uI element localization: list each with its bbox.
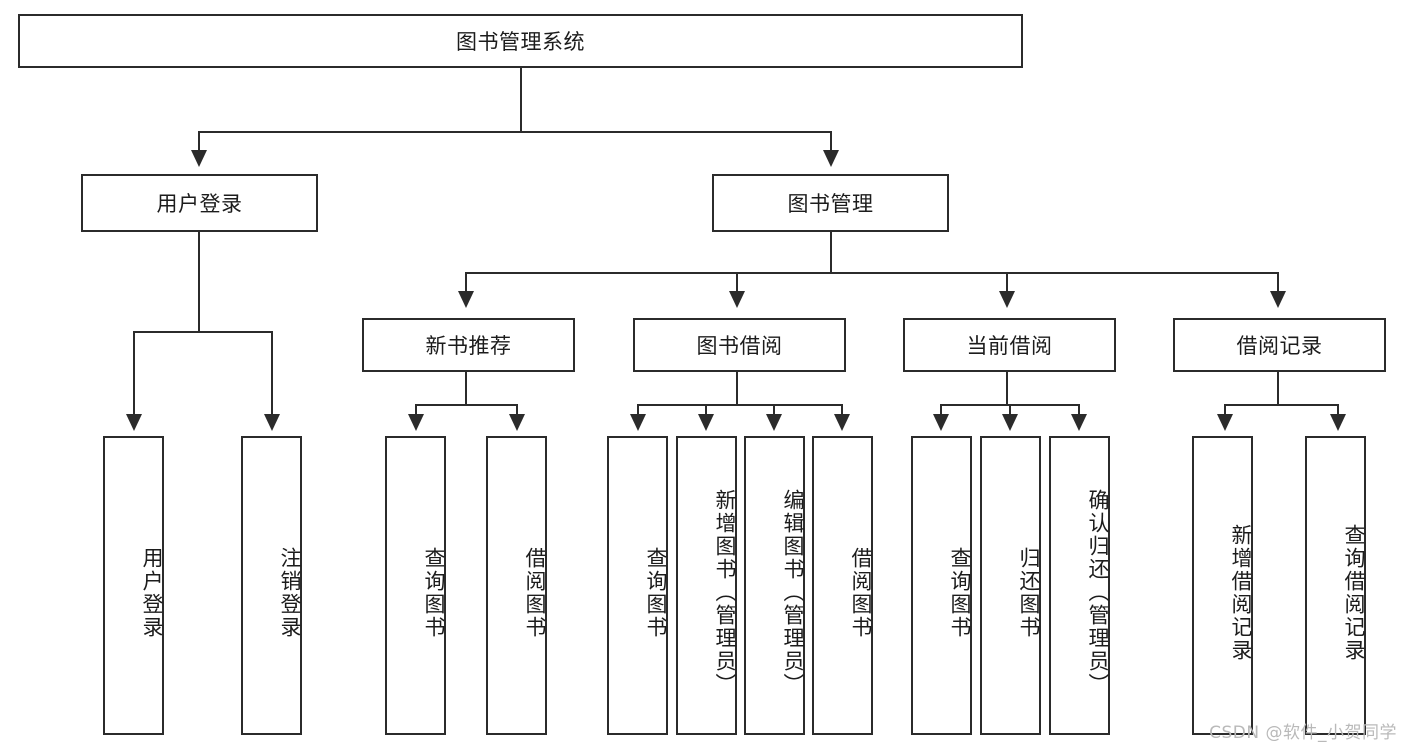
node-label: 用户登录	[140, 546, 164, 639]
connector-root-to-l2-0	[198, 131, 200, 153]
connector-newbook-drop-0	[415, 404, 417, 417]
connector-bookmgmt-drop-3	[1277, 272, 1279, 294]
leaf-query-borrow-record[interactable]: 查询借阅记录	[1305, 436, 1366, 735]
node-label: 查询图书	[948, 546, 972, 639]
arrow-newbook-leaf-0	[408, 414, 424, 431]
node-current-borrow[interactable]: 当前借阅	[903, 318, 1116, 372]
node-label: 编辑图书（管理员）	[781, 489, 805, 696]
leaf-add-book-admin[interactable]: 新增图书（管理员）	[676, 436, 737, 735]
arrow-bookmgmt-l3-0	[458, 291, 474, 308]
node-user-login[interactable]: 用户登录	[81, 174, 318, 232]
leaf-query-book-borrow[interactable]: 查询图书	[607, 436, 668, 735]
leaf-confirm-return-admin[interactable]: 确认归还（管理员）	[1049, 436, 1110, 735]
watermark-text: CSDN @软件_小贺同学	[1209, 723, 1397, 743]
leaf-borrow-book-recommend[interactable]: 借阅图书	[486, 436, 547, 735]
connector-userlogin-bar	[133, 331, 272, 333]
leaf-edit-book-admin[interactable]: 编辑图书（管理员）	[744, 436, 805, 735]
arrow-currentborrow-leaf-2	[1071, 414, 1087, 431]
arrow-userlogin-leaf-1	[264, 414, 280, 431]
connector-userlogin-drop-0	[133, 331, 135, 417]
connector-bookborrow-bar	[637, 404, 842, 406]
arrow-borrowrecord-leaf-1	[1330, 414, 1346, 431]
node-label: 查询图书	[422, 546, 446, 639]
leaf-return-book[interactable]: 归还图书	[980, 436, 1041, 735]
node-label: 图书管理系统	[456, 30, 585, 54]
arrow-currentborrow-leaf-1	[1002, 414, 1018, 431]
connector-userlogin-drop-1	[271, 331, 273, 417]
node-label: 新书推荐	[425, 334, 512, 358]
leaf-add-borrow-record[interactable]: 新增借阅记录	[1192, 436, 1253, 735]
connector-bookborrow-drop-1	[705, 404, 707, 417]
leaf-query-book-recommend[interactable]: 查询图书	[385, 436, 446, 735]
leaf-borrow-book[interactable]: 借阅图书	[812, 436, 873, 735]
node-label: 归还图书	[1017, 546, 1041, 639]
connector-root-stem	[520, 68, 522, 133]
node-label: 图书借阅	[696, 334, 783, 358]
node-label: 新增借阅记录	[1229, 523, 1253, 662]
node-label: 新增图书（管理员）	[713, 489, 737, 696]
connector-borrowrecord-bar	[1224, 404, 1338, 406]
connector-bookborrow-stem	[736, 372, 738, 406]
arrow-bookborrow-leaf-3	[834, 414, 850, 431]
arrow-bookborrow-leaf-1	[698, 414, 714, 431]
arrow-root-to-l2-1	[823, 150, 839, 167]
node-book-management[interactable]: 图书管理	[712, 174, 949, 232]
node-label: 借阅记录	[1236, 334, 1323, 358]
connector-newbook-stem	[465, 372, 467, 406]
leaf-query-book-current[interactable]: 查询图书	[911, 436, 972, 735]
connector-borrowrecord-drop-0	[1224, 404, 1226, 417]
connector-bookmgmt-stem	[830, 232, 832, 274]
arrow-userlogin-leaf-0	[126, 414, 142, 431]
node-label: 查询借阅记录	[1342, 523, 1366, 662]
node-root[interactable]: 图书管理系统	[18, 14, 1023, 68]
connector-bookborrow-drop-2	[773, 404, 775, 417]
connector-bookborrow-drop-3	[841, 404, 843, 417]
connector-bookmgmt-drop-1	[736, 272, 738, 294]
connector-newbook-drop-1	[516, 404, 518, 417]
arrow-bookmgmt-l3-1	[729, 291, 745, 308]
connector-userlogin-stem	[198, 232, 200, 333]
connector-bookmgmt-drop-2	[1006, 272, 1008, 294]
leaf-logout[interactable]: 注销登录	[241, 436, 302, 735]
connector-bookborrow-drop-0	[637, 404, 639, 417]
connector-borrowrecord-drop-1	[1337, 404, 1339, 417]
node-book-borrow[interactable]: 图书借阅	[633, 318, 846, 372]
node-label: 借阅图书	[523, 546, 547, 639]
connector-bookmgmt-bar	[465, 272, 1279, 274]
arrow-bookborrow-leaf-0	[630, 414, 646, 431]
node-label: 注销登录	[278, 546, 302, 639]
connector-newbook-bar	[415, 404, 517, 406]
node-label: 确认归还（管理员）	[1086, 489, 1110, 696]
node-label: 用户登录	[156, 192, 243, 216]
node-borrow-record[interactable]: 借阅记录	[1173, 318, 1386, 372]
connector-root-bar	[198, 131, 832, 133]
leaf-user-login[interactable]: 用户登录	[103, 436, 164, 735]
arrow-bookborrow-leaf-2	[766, 414, 782, 431]
connector-currentborrow-drop-2	[1078, 404, 1080, 417]
arrow-bookmgmt-l3-3	[1270, 291, 1286, 308]
connector-currentborrow-drop-1	[1009, 404, 1011, 417]
connector-currentborrow-drop-0	[940, 404, 942, 417]
node-new-book-recommend[interactable]: 新书推荐	[362, 318, 575, 372]
node-label: 查询图书	[644, 546, 668, 639]
arrow-root-to-l2-0	[191, 150, 207, 167]
connector-currentborrow-stem	[1006, 372, 1008, 406]
node-label: 借阅图书	[849, 546, 873, 639]
connector-bookmgmt-drop-0	[465, 272, 467, 294]
node-label: 图书管理	[787, 192, 874, 216]
connector-root-to-l2-1	[830, 131, 832, 153]
arrow-bookmgmt-l3-2	[999, 291, 1015, 308]
connector-borrowrecord-stem	[1277, 372, 1279, 406]
arrow-newbook-leaf-1	[509, 414, 525, 431]
arrow-currentborrow-leaf-0	[933, 414, 949, 431]
node-label: 当前借阅	[966, 334, 1053, 358]
arrow-borrowrecord-leaf-0	[1217, 414, 1233, 431]
